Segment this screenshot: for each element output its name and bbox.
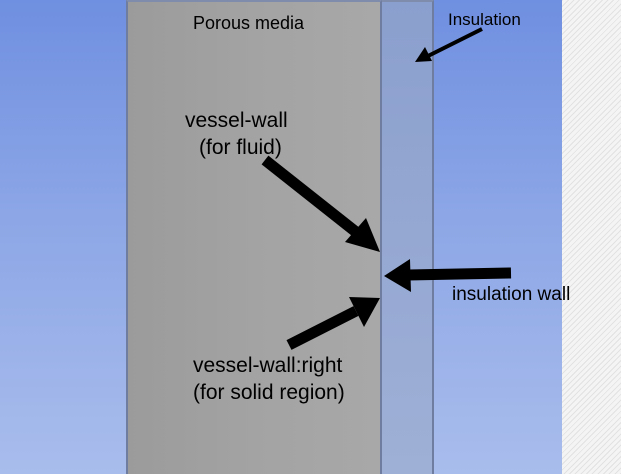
- insulation-wall-arrow-head: [384, 259, 411, 292]
- vessel-wall-right-label-line2: (for solid region): [193, 381, 345, 404]
- insulation-label: Insulation: [448, 10, 521, 29]
- vessel-wall-arrow-shaft: [261, 155, 360, 237]
- insulation-arrow-head: [415, 47, 432, 62]
- insulation-wall-arrow-shaft: [407, 267, 512, 281]
- hatched-margin: [562, 0, 621, 474]
- porous-media-label: Porous media: [193, 13, 305, 33]
- vessel-wall-arrow-head: [345, 218, 380, 252]
- insulation-region: [382, 0, 434, 474]
- vessel-wall-label-line1: vessel-wall: [185, 109, 288, 132]
- porous-media-region: [126, 0, 382, 474]
- vessel-wall-right-label: vessel-wall:right (for solid region): [193, 352, 345, 406]
- insulation-arrow-shaft: [427, 27, 483, 58]
- vessel-wall-right-arrow-shaft: [286, 306, 359, 350]
- vessel-wall-right-label-line1: vessel-wall:right: [193, 354, 343, 377]
- vessel-wall-label-line2: (for fluid): [199, 136, 282, 159]
- vessel-wall-label: vessel-wall (for fluid): [185, 107, 288, 161]
- insulation-wall-label: insulation wall: [452, 284, 571, 305]
- vessel-wall-right-arrow-head: [349, 297, 380, 327]
